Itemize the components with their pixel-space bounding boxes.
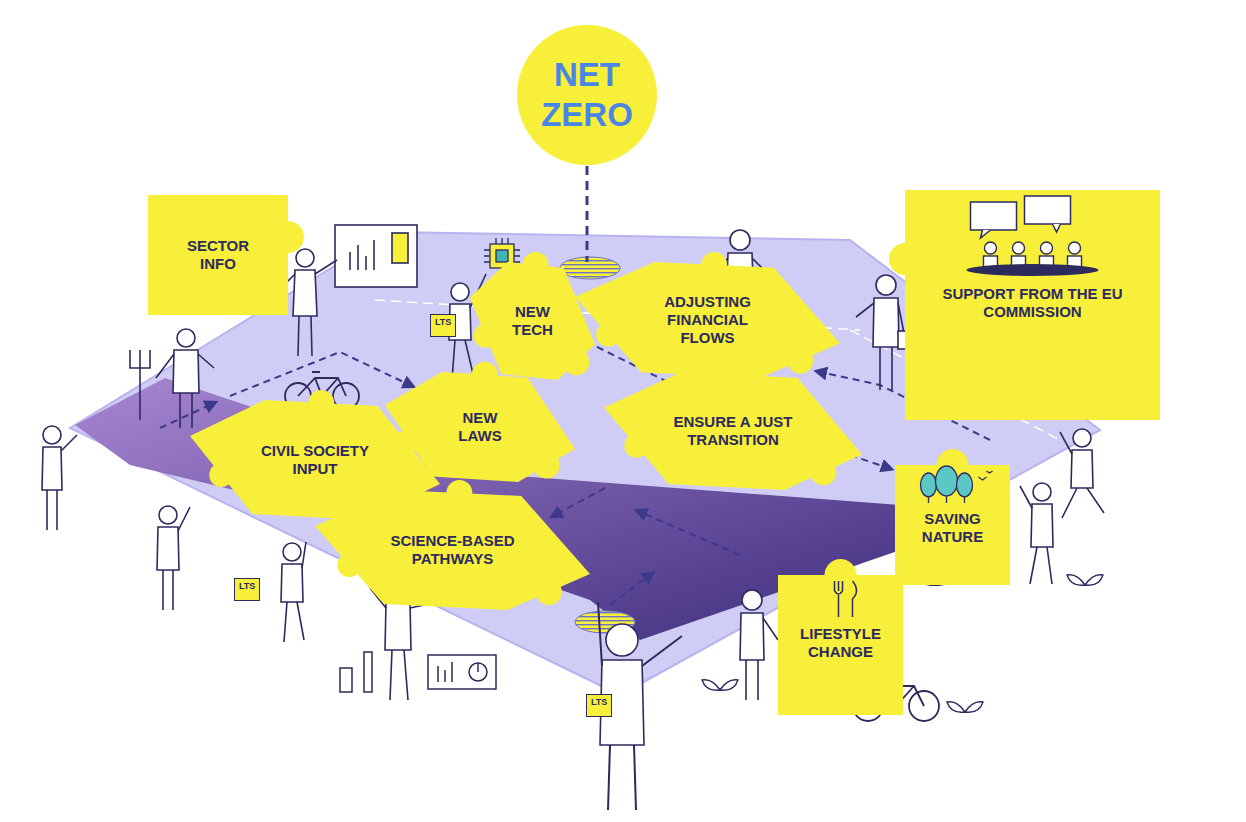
puzzle-piece: SCIENCE-BASED PATHWAYS (315, 490, 590, 610)
piece-label: SCIENCE-BASED PATHWAYS (373, 532, 533, 568)
puzzle-piece: NEW TECH (470, 262, 595, 380)
piece-label: CIVIL SOCIETY INPUT (255, 442, 375, 478)
lab-chart (340, 652, 496, 692)
puzzle-piece: SAVING NATURE (895, 465, 1010, 585)
piece-shape (575, 252, 840, 378)
piece-shape (517, 25, 657, 165)
piece-shape (889, 190, 1160, 420)
puzzle-piece: SUPPORT FROM THE EU COMMISSION (905, 190, 1160, 420)
piece-label: SUPPORT FROM THE EU COMMISSION (943, 285, 1123, 321)
goal-line (586, 166, 589, 262)
piece-shape (315, 480, 590, 610)
piece-outline (517, 25, 657, 165)
piece-shape (604, 362, 862, 490)
pitchfork (130, 350, 150, 420)
piece-shape (778, 559, 903, 715)
target-mark (560, 257, 620, 279)
chart-board (335, 225, 417, 287)
piece-shape (470, 252, 595, 380)
piece-label: ENSURE A JUST TRANSITION (658, 413, 808, 449)
puzzle-piece: ENSURE A JUST TRANSITION (604, 372, 862, 490)
puzzle-piece: ADJUSTING FINANCIAL FLOWS (575, 262, 840, 378)
piece-label: NEW LAWS (450, 409, 510, 445)
goal-label: NET ZERO (540, 55, 635, 134)
piece-shape (895, 449, 1010, 585)
piece-label: SECTOR INFO (178, 237, 258, 273)
piece-shape (148, 195, 304, 315)
piece-label: NEW TECH (503, 303, 563, 339)
goal-circle: NET ZERO (517, 25, 657, 165)
piece-label: SAVING NATURE (913, 510, 993, 546)
document-card: LTS (430, 314, 456, 337)
piece-label: LIFESTYLE CHANGE (793, 625, 888, 661)
puzzle-piece: SECTOR INFO (148, 195, 288, 315)
document-card: LTS (586, 694, 612, 717)
puzzle-piece: LIFESTYLE CHANGE (778, 575, 903, 715)
document-card: LTS (234, 578, 260, 601)
piece-label: ADJUSTING FINANCIAL FLOWS (658, 293, 758, 347)
